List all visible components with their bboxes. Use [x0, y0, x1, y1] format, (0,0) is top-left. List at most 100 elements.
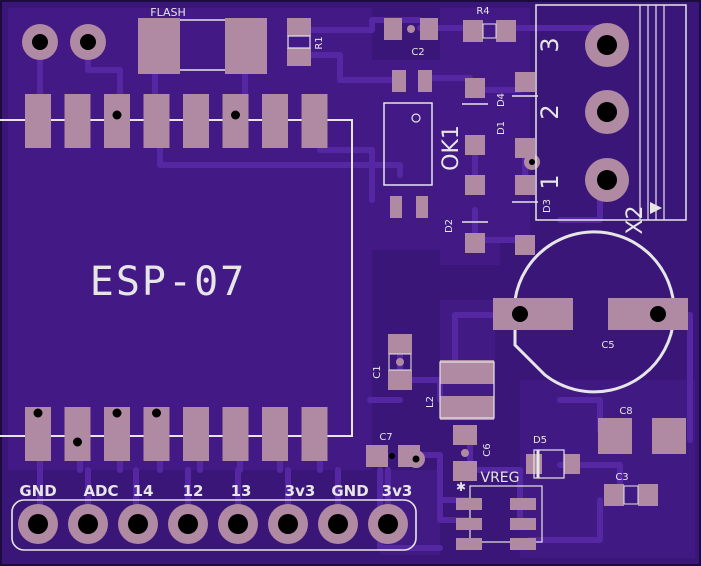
esp07-outline: [0, 119, 353, 437]
ok1-pad: [416, 196, 428, 218]
c2-pad: [384, 18, 402, 40]
via-hole: [33, 408, 43, 418]
c1-via: [396, 358, 404, 366]
drill-hole: [597, 170, 617, 190]
c7-via: [389, 453, 395, 459]
ok1-outline: [383, 102, 433, 186]
top-left-connector: [22, 24, 106, 60]
d4-label: D4: [496, 93, 507, 107]
d5-footprint: D5: [526, 435, 580, 479]
drill-hole: [512, 306, 528, 322]
c6-footprint: C6: [453, 425, 493, 481]
r1-label: R1: [314, 36, 325, 49]
c3-pad: [604, 484, 624, 506]
flash-button-footprint: FLASH: [138, 6, 267, 74]
via-hole: [112, 408, 122, 418]
r1-outline: [287, 35, 311, 49]
c3-outline: [623, 485, 639, 505]
l2-label: L2: [425, 396, 436, 408]
c5-footprint: C5: [493, 230, 688, 394]
vreg-pin-marker: ✱: [456, 480, 466, 494]
header-pin-label: GND: [331, 482, 368, 500]
d3-pad: [515, 235, 535, 255]
flash-pad: [138, 18, 180, 74]
vreg-footprint: VREG ✱: [456, 470, 543, 550]
vreg-pad: [510, 538, 536, 550]
drill-hole: [378, 514, 398, 534]
c7-pad: [366, 445, 388, 467]
esp-pad: [143, 94, 170, 148]
c1-pad: [388, 334, 412, 354]
d4-pad: [515, 72, 535, 92]
drill-hole: [228, 514, 248, 534]
c1-pad: [388, 370, 412, 390]
c7-label: C7: [379, 432, 392, 443]
esp-pad: [64, 407, 91, 461]
c2-via: [407, 25, 415, 33]
r4-outline: [482, 23, 497, 39]
r1-pad: [287, 48, 311, 66]
header-pin-label: 14: [133, 482, 154, 500]
ok1-label: OK1: [439, 125, 464, 171]
drill-hole: [32, 34, 48, 50]
esp-pad: [64, 94, 91, 148]
c2-pad: [420, 18, 438, 40]
header-pin-label: GND: [19, 482, 56, 500]
header-pin-label: 13: [231, 482, 252, 500]
ok1-pin1-marker: [411, 113, 421, 123]
terminal-label-2: 2: [536, 104, 564, 119]
terminal-label-3: 3: [536, 37, 564, 52]
c6-via: [461, 449, 469, 457]
x2-pin1-arrow: [650, 202, 662, 214]
esp07-label: ESP-07: [90, 259, 247, 305]
d1-pad: [465, 135, 485, 155]
x2-label: X2: [623, 205, 648, 234]
c1-label: C1: [372, 365, 383, 378]
c7-footprint: C7: [366, 432, 425, 468]
drill-hole: [650, 306, 666, 322]
l2-pad: [440, 360, 494, 384]
esp-pad: [104, 94, 130, 148]
terminal-label-1: 1: [536, 174, 564, 189]
r4-pad: [463, 20, 483, 42]
d2-pad: [465, 233, 485, 253]
c2-footprint: C2: [384, 18, 438, 58]
esp-pad: [301, 94, 328, 148]
drill-hole: [128, 514, 148, 534]
c6-pad: [453, 425, 477, 445]
c2-label: C2: [411, 47, 424, 58]
vreg-pad: [456, 538, 482, 550]
esp-pad: [222, 94, 249, 148]
c5-pad: [493, 298, 573, 330]
d1-pad: [465, 78, 485, 98]
l2-pad: [440, 396, 494, 420]
via-hole: [152, 408, 161, 418]
c6-label: C6: [482, 443, 493, 456]
d3-label: D3: [542, 199, 553, 213]
c3-pad: [638, 484, 658, 506]
d5-pad: [564, 454, 580, 474]
c5-pad: [608, 298, 688, 330]
esp-pad: [183, 407, 209, 461]
drill-hole: [412, 455, 420, 463]
r4-label: R4: [476, 6, 489, 17]
ok1-footprint: OK1: [383, 102, 464, 218]
d4-pad: [515, 138, 535, 158]
r4-footprint: R4: [463, 6, 516, 42]
d2-label: D2: [444, 219, 455, 233]
l2-footprint: L2: [425, 360, 495, 420]
x2-screw-terminal: X2 3 2 1: [535, 4, 687, 235]
d5-outline: [533, 449, 565, 479]
c6-pad: [453, 461, 477, 481]
c1-outline: [388, 353, 412, 371]
flash-label: FLASH: [150, 6, 186, 19]
c3-label: C3: [615, 472, 628, 483]
via-hole: [73, 437, 82, 447]
pin-header-outline: [11, 499, 417, 551]
l2-outline: [439, 361, 495, 419]
esp-pad: [183, 94, 209, 148]
esp-top-pads: [25, 94, 328, 148]
